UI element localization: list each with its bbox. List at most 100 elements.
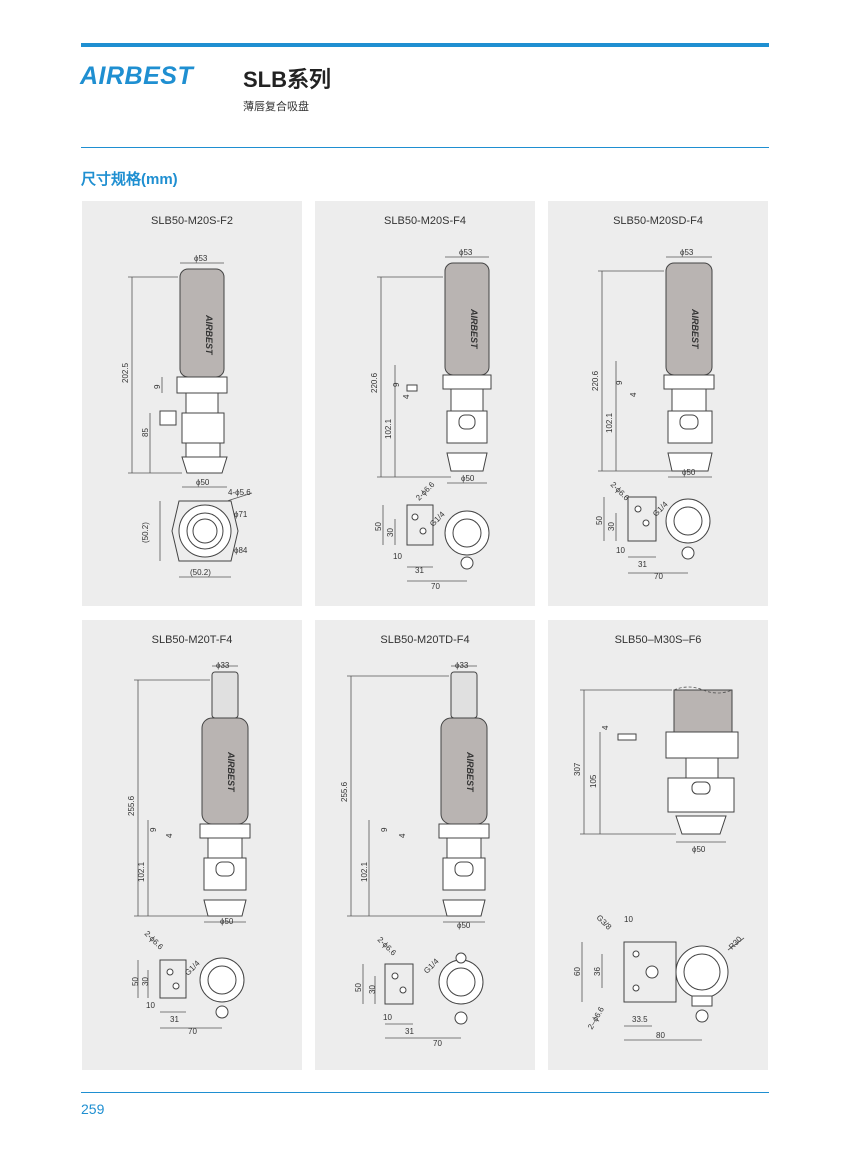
drawing-panel-2: SLB50-M20S-F4 AIRBEST bbox=[315, 201, 535, 606]
footer-divider bbox=[81, 1092, 769, 1093]
drawing-panel-5: SLB50-M20TD-F4 AIRBEST bbox=[315, 620, 535, 1070]
dim-w1: 10 bbox=[383, 1013, 392, 1022]
top-rule bbox=[81, 43, 769, 47]
model-label: SLB50-M20S-F4 bbox=[384, 215, 466, 227]
drawing-panel-4: SLB50-M20T-F4 AIRBEST bbox=[82, 620, 302, 1070]
dim-w2: 31 bbox=[405, 1027, 414, 1036]
dim-top-dia: ϕ53 bbox=[194, 254, 208, 263]
technical-drawing: AIRBEST ϕ33 255.6 9 4 102.1 ϕ50 2-ϕ6.6 G… bbox=[340, 661, 490, 1048]
dim-h2: 36 bbox=[593, 967, 602, 976]
brand-mark: AIRBEST bbox=[465, 751, 475, 793]
dim-b: 85 bbox=[141, 428, 150, 437]
dim-w3: 70 bbox=[188, 1027, 197, 1036]
dim-w3: 70 bbox=[654, 572, 663, 581]
dim-a: 9 bbox=[392, 382, 401, 387]
dim-top-dia: ϕ53 bbox=[680, 248, 694, 257]
dim-top-dia: ϕ33 bbox=[455, 661, 469, 670]
dim-holes: 2-ϕ6.6 bbox=[376, 935, 399, 958]
dim-b: 4 bbox=[402, 394, 411, 399]
model-label: SLB50-M20T-F4 bbox=[151, 634, 233, 646]
model-label: SLB50-M20SD-F4 bbox=[613, 215, 703, 227]
dim-h1: 50 bbox=[131, 977, 140, 986]
dim-base-dia: ϕ50 bbox=[682, 468, 696, 477]
dim-total: 220.6 bbox=[591, 370, 600, 391]
brand-mark: AIRBEST bbox=[204, 314, 214, 356]
dim-h1: 50 bbox=[374, 522, 383, 531]
dim-a: 9 bbox=[153, 384, 162, 389]
dim-w1: 10 bbox=[616, 546, 625, 555]
header-divider bbox=[81, 147, 769, 148]
dim-pcd2: ϕ84 bbox=[234, 546, 248, 555]
dim-top-dia: ϕ53 bbox=[459, 248, 473, 257]
page-number: 259 bbox=[81, 1101, 105, 1117]
dim-pcd1: ϕ71 bbox=[234, 510, 248, 519]
dim-w1: 10 bbox=[146, 1001, 155, 1010]
dim-h2: 30 bbox=[368, 985, 377, 994]
dim-h1: 50 bbox=[595, 516, 604, 525]
dim-a: 9 bbox=[380, 827, 389, 832]
dim-base-dia: ϕ50 bbox=[220, 917, 234, 926]
dim-total: 307 bbox=[573, 762, 582, 776]
dim-base-dia: ϕ50 bbox=[457, 921, 471, 930]
dim-a: 9 bbox=[149, 827, 158, 832]
dim-w3: 70 bbox=[431, 582, 440, 591]
dim-h1: 50 bbox=[354, 983, 363, 992]
dim-c: 102.1 bbox=[605, 412, 614, 433]
dim-port: G1/4 bbox=[428, 509, 447, 528]
dim-base-dia: ϕ50 bbox=[692, 845, 706, 854]
brand-mark: AIRBEST bbox=[226, 751, 236, 793]
dim-base-dia: ϕ50 bbox=[461, 474, 475, 483]
dim-total: 255.6 bbox=[127, 795, 136, 816]
technical-drawing: AIRBEST ϕ53 220.6 9 4 102.1 ϕ50 2-ϕ6.6 G… bbox=[370, 248, 492, 591]
dim-port: G1/4 bbox=[422, 956, 441, 975]
dim-top-dia: ϕ33 bbox=[216, 661, 230, 670]
series-subtitle: 薄唇复合吸盘 bbox=[243, 101, 309, 113]
dim-h-span: (50.2) bbox=[190, 568, 211, 577]
dim-w2: 31 bbox=[170, 1015, 179, 1024]
dim-h1: 60 bbox=[573, 967, 582, 976]
brand-mark: AIRBEST bbox=[469, 308, 479, 350]
drawing-panel-6: SLB50–M30S–F6 bbox=[548, 620, 768, 1070]
dim-port: G3/8 bbox=[595, 913, 614, 932]
technical-drawing: 307 4 105 ϕ50 G3/8 10 R30 60 36 2–ϕ6.6 3… bbox=[573, 686, 745, 1041]
dim-w3: 80 bbox=[656, 1031, 665, 1040]
dim-v-span: (50.2) bbox=[141, 522, 150, 543]
dim-b: 4 bbox=[629, 392, 638, 397]
dim-total: 255.6 bbox=[340, 781, 349, 802]
dim-c: 102.1 bbox=[137, 861, 146, 882]
dim-holes: 4-ϕ5.6 bbox=[228, 488, 251, 497]
dim-c: 102.1 bbox=[384, 418, 393, 439]
dim-total: 220.6 bbox=[370, 372, 379, 393]
dim-holes: 2-ϕ6.6 bbox=[414, 480, 437, 503]
airbest-logo: AIRBEST bbox=[80, 62, 194, 90]
dim-a: 4 bbox=[601, 725, 610, 730]
dim-w2: 31 bbox=[415, 566, 424, 575]
drawing-panel-3: SLB50-M20SD-F4 AIRBEST ϕ53 bbox=[548, 201, 768, 606]
drawing-panel-1: SLB50-M20S-F2 AIRBEST ϕ53 202.5 bbox=[82, 201, 302, 606]
dim-w1: 10 bbox=[393, 552, 402, 561]
model-label: SLB50-M20S-F2 bbox=[151, 215, 233, 227]
dim-radius: R30 bbox=[727, 934, 744, 951]
dim-total: 202.5 bbox=[121, 362, 130, 383]
model-label: SLB50-M20TD-F4 bbox=[380, 634, 470, 646]
model-label: SLB50–M30S–F6 bbox=[614, 634, 702, 646]
dim-base-dia: ϕ50 bbox=[196, 478, 210, 487]
dim-h2: 30 bbox=[141, 977, 150, 986]
dim-h2: 30 bbox=[386, 528, 395, 537]
technical-drawing: AIRBEST ϕ53 202.5 9 85 ϕ50 4-ϕ5.6 ϕ71 ϕ8… bbox=[121, 254, 253, 578]
dim-h2: 30 bbox=[607, 522, 616, 531]
dim-c: 105 bbox=[589, 774, 598, 788]
dim-w2: 31 bbox=[638, 560, 647, 569]
dim-w2: 33.5 bbox=[632, 1015, 648, 1024]
series-title: SLB系列 bbox=[243, 67, 332, 92]
section-title: 尺寸规格(mm) bbox=[81, 171, 178, 188]
dim-a: 9 bbox=[615, 380, 624, 385]
technical-drawing: AIRBEST ϕ33 255.6 9 4 102.1 ϕ50 2-ϕ6.6 G… bbox=[127, 661, 251, 1036]
dim-w1: 10 bbox=[624, 915, 633, 924]
dim-c: 102.1 bbox=[360, 861, 369, 882]
technical-drawing: AIRBEST ϕ53 220.6 9 4 102.1 ϕ50 2-ϕ6.6 G… bbox=[591, 248, 715, 581]
dim-holes: 2–ϕ6.6 bbox=[586, 1005, 606, 1031]
dim-w3: 70 bbox=[433, 1039, 442, 1048]
dim-b: 4 bbox=[165, 833, 174, 838]
brand-mark: AIRBEST bbox=[690, 308, 700, 350]
